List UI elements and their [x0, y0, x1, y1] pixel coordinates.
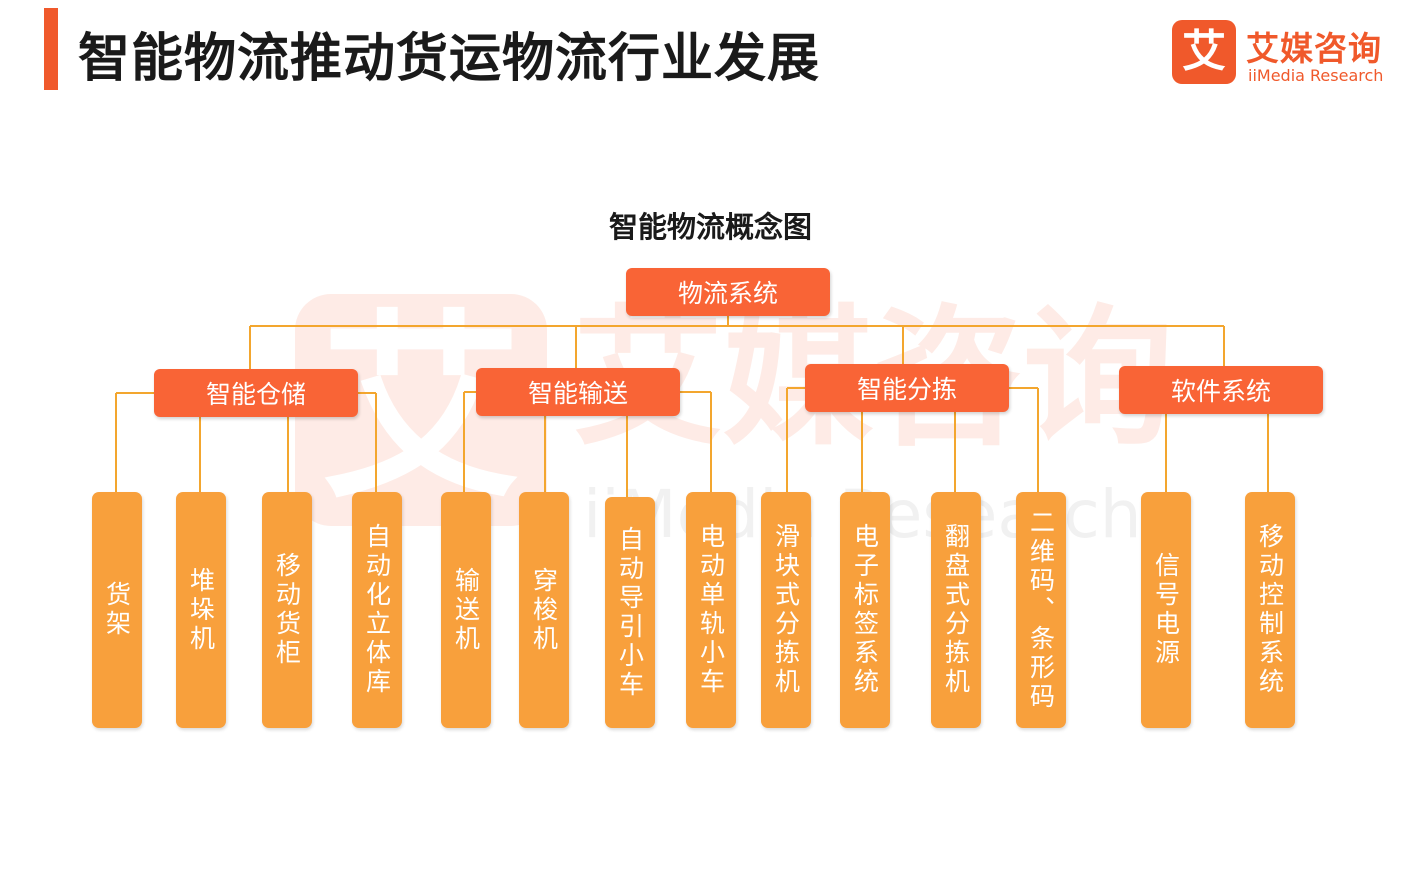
leaf-storage-2: 堆垛机: [176, 492, 226, 728]
node-category-conveying: 智能输送: [476, 368, 680, 416]
node-root: 物流系统: [626, 268, 830, 316]
title-accent-bar: [44, 8, 58, 90]
leaf-storage-3: 移动货柜: [262, 492, 312, 728]
node-category-software: 软件系统: [1119, 366, 1323, 414]
leaf-sorting-1: 滑块式分拣机: [761, 492, 811, 728]
logo-name: 艾媒咨询: [1246, 29, 1382, 68]
node-category-sorting: 智能分拣: [805, 364, 1009, 412]
leaf-storage-1: 货架: [92, 492, 142, 728]
logo-name-en: iiMedia Research: [1248, 66, 1384, 85]
leaf-sorting-4: 二维码、条形码: [1016, 492, 1066, 728]
leaf-conveying-1: 输送机: [441, 492, 491, 728]
leaf-conveying-3: 自动导引小车: [605, 497, 655, 728]
node-category-storage: 智能仓储: [154, 369, 358, 417]
leaf-software-1: 信号电源: [1141, 492, 1191, 728]
page-title: 智能物流推动货运物流行业发展: [78, 29, 821, 89]
brand-logo: 艾 艾媒咨询 iiMedia Research: [1172, 20, 1402, 86]
logo-mark-icon: 艾: [1172, 20, 1236, 84]
leaf-conveying-2: 穿梭机: [519, 492, 569, 728]
leaf-storage-4: 自动化立体库: [352, 492, 402, 728]
leaf-sorting-3: 翻盘式分拣机: [931, 492, 981, 728]
leaf-conveying-4: 电动单轨小车: [686, 492, 736, 728]
leaf-software-2: 移动控制系统: [1245, 492, 1295, 728]
diagram-title: 智能物流概念图: [608, 210, 812, 244]
leaf-sorting-2: 电子标签系统: [840, 492, 890, 728]
